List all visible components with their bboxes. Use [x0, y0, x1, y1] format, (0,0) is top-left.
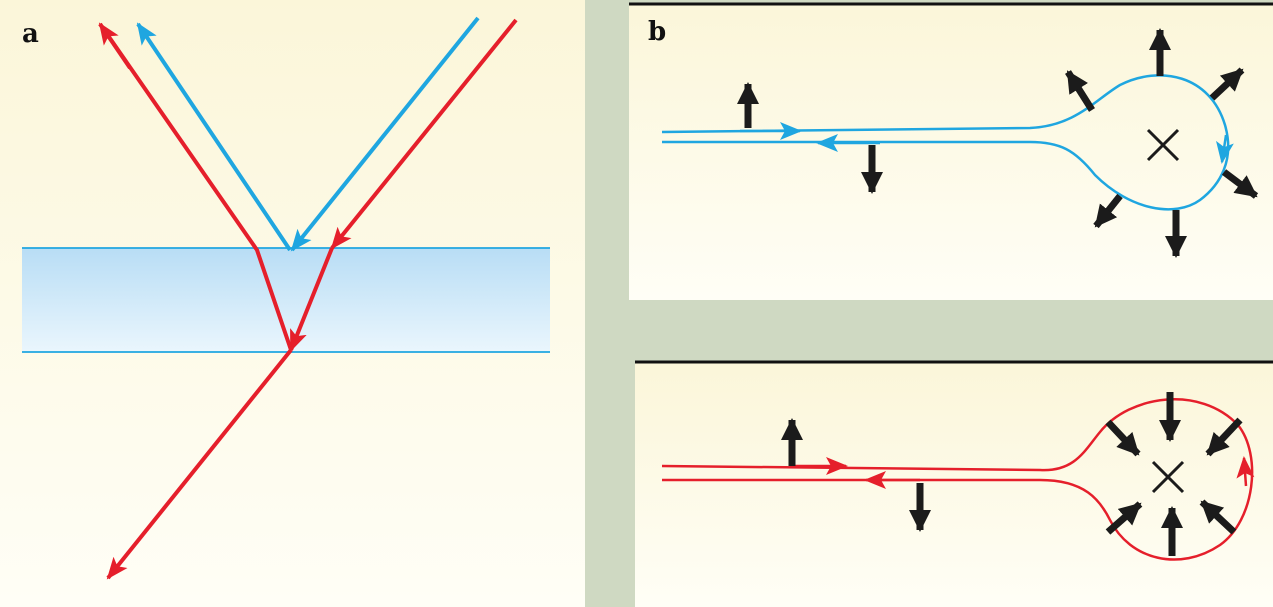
red-transmitted-ray	[106, 348, 293, 580]
arrow-icon	[1105, 419, 1141, 457]
arrow-icon	[1199, 499, 1237, 535]
x-mark-icon	[1146, 128, 1180, 162]
x-mark-icon	[1151, 460, 1185, 494]
arrow-icon	[1093, 193, 1123, 229]
arrow-icon	[1105, 501, 1143, 535]
arrow-icon	[1205, 417, 1243, 457]
panel-b: b	[629, 2, 1273, 300]
panel-c-force-arrows	[781, 392, 1243, 556]
panel-a: a	[0, 0, 585, 607]
panel-c	[635, 360, 1273, 607]
panel-b-label: b	[648, 17, 666, 47]
red-guided-loop	[661, 398, 1254, 561]
red-refracted-ray	[289, 247, 334, 352]
arrow-icon	[1221, 169, 1259, 199]
arrow-icon	[1065, 70, 1095, 112]
blue-incident-ray	[290, 16, 480, 252]
red-loop-circulation-arrow	[1236, 456, 1255, 487]
red-incident-ray	[330, 18, 518, 250]
panel-a-label: a	[22, 19, 39, 49]
red-exit-ray-arrowhead	[98, 22, 132, 70]
panel-b-force-arrows	[737, 28, 1259, 258]
blue-reflected-ray	[136, 22, 292, 252]
red-internal-reflected-ray	[98, 22, 293, 351]
arrow-icon	[1209, 67, 1245, 101]
blue-loop-circulation-arrow	[1216, 134, 1234, 164]
